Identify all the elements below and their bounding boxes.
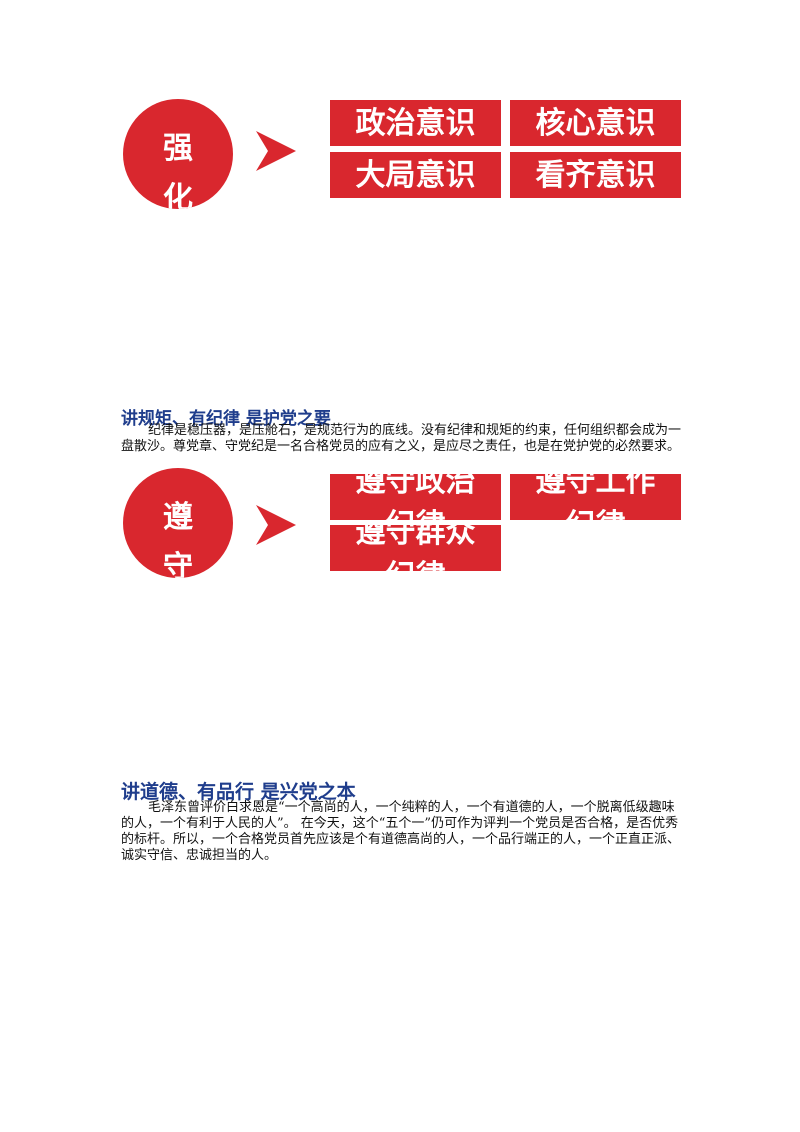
circle-char-1: 强 — [163, 131, 193, 166]
box-line-1: 遵守工作 — [535, 474, 656, 499]
arrow-right-icon — [256, 505, 296, 545]
box-alignment-awareness: 看齐意识 — [510, 152, 681, 198]
box-overall-awareness: 大局意识 — [330, 152, 501, 198]
section-heading-rules: 讲规矩、有纪律 是护党之要 — [121, 409, 331, 429]
section-heading-morality: 讲道德、有品行 是兴党之本 — [121, 781, 356, 803]
circle-char-2: 化 — [163, 181, 193, 209]
box-line-2: 纪律 — [510, 504, 681, 520]
box-line-1: 遵守群众 — [355, 525, 476, 550]
circle-char-2: 守 — [163, 550, 193, 578]
box-line-2: 纪律 — [330, 555, 501, 571]
circle-char-1: 遵 — [163, 500, 193, 535]
section-paragraph-rules: 纪律是稳压器，是压舱石，是规范行为的底线。没有纪律和规矩的约束，任何组织都会成为… — [121, 423, 682, 454]
box-core-awareness: 核心意识 — [510, 100, 681, 146]
qianghua-circle: 强 化 — [123, 99, 233, 209]
section-paragraph-morality: 毛泽东曾评价白求恩是“一个高尚的人，一个纯粹的人，一个有道德的人，一个脱离低级趣… — [121, 800, 681, 863]
zunshou-circle: 遵 守 — [123, 468, 233, 578]
box-work-discipline: 遵守工作 纪律 — [510, 474, 681, 520]
box-line-1: 遵守政治 — [355, 474, 476, 499]
box-political-discipline: 遵守政治 纪律 — [330, 474, 501, 520]
box-line-2: 纪律 — [330, 504, 501, 520]
box-political-awareness: 政治意识 — [330, 100, 501, 146]
arrow-right-icon — [256, 131, 296, 171]
box-mass-discipline: 遵守群众 纪律 — [330, 525, 501, 571]
